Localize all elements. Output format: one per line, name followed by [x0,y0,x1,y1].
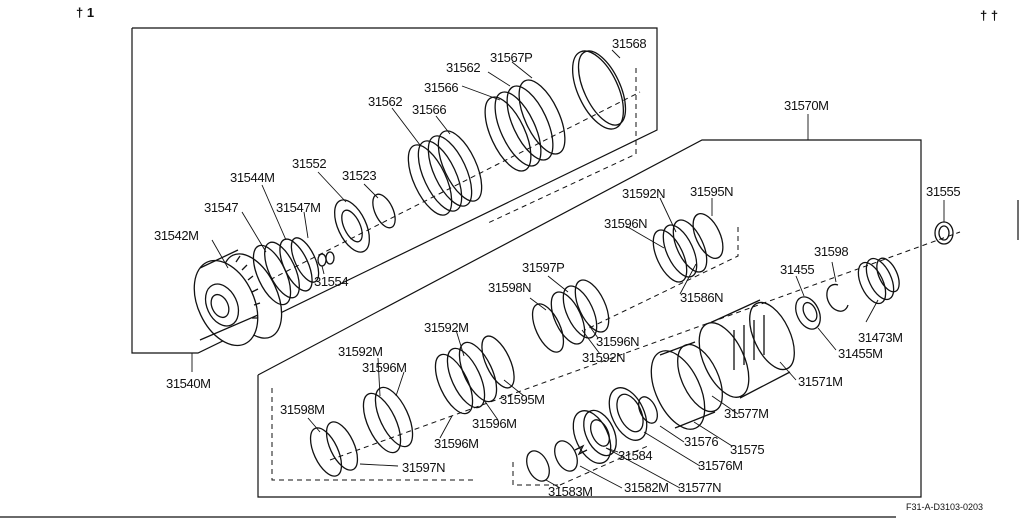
clutch-pack-31596N [531,279,610,353]
snap-ring-31598M [309,421,359,477]
label-31595M: 31595M [500,392,545,407]
lower-axis-line [329,231,961,461]
label-31542M: 31542M [154,228,199,243]
ring-31575 [637,396,659,424]
label-31592M-top: 31592M [424,320,469,335]
leader-lines [191,49,945,489]
label-31568: 31568 [612,36,646,51]
upper-assembly-frame [131,27,658,354]
label-31598N: 31598N [488,280,531,295]
label-31582M: 31582M [624,480,669,495]
snap-ring-31598 [826,283,849,312]
label-31523: 31523 [342,168,376,183]
spring-31582M [554,440,588,472]
label-31596N-mid: 31596N [596,334,639,349]
label-31555: 31555 [926,184,960,199]
clutch-pack-31592N [652,213,724,283]
drum-31542M [193,249,283,347]
drum-31577M [650,341,723,430]
corner-mark-left: † 1 [76,5,94,20]
label-31577N: 31577N [678,480,721,495]
label-31584: 31584 [618,448,652,463]
drawing-code: F31-A-D3103-0203 [906,502,983,512]
snap-ring-31583M [526,450,550,482]
label-31455M: 31455M [838,346,883,361]
clutch-plates-31562 [407,130,483,216]
label-31598M: 31598M [280,402,325,417]
seal-31555 [934,221,954,245]
seal-rings-31473M [857,257,900,305]
label-31592N-mid: 31592N [582,350,625,365]
clutch-plates-31566 [484,79,566,172]
plate-31552 [334,199,370,253]
label-31540M: 31540M [166,376,211,391]
label-31562-upper: 31562 [446,60,480,75]
clutch-pack-31592M [434,335,515,415]
spring-seat-31544M [279,237,320,292]
snap-ring-31568 [571,50,627,130]
label-31586N: 31586N [680,290,723,305]
label-31595N: 31595N [690,184,733,199]
label-31597N: 31597N [402,460,445,475]
clutch-pack-31596M [362,386,414,454]
label-31547M: 31547M [276,200,321,215]
label-31577M: 31577M [724,406,769,421]
label-31583M: 31583M [548,484,593,499]
bearing-31455 [795,296,821,330]
label-31596N-top: 31596N [604,216,647,231]
label-31544M: 31544M [230,170,275,185]
label-31547: 31547 [204,200,238,215]
label-31596M-mid: 31596M [472,416,517,431]
label-31598: 31598 [814,244,848,259]
label-31455: 31455 [780,262,814,277]
label-31570M: 31570M [784,98,829,113]
label-31576: 31576 [684,434,718,449]
label-31567P: 31567P [490,50,532,65]
corner-mark-right: † † [980,8,998,23]
hub-31571M [698,299,795,399]
label-31566-upper: 31566 [424,80,458,95]
lower-assembly-frame [257,139,922,498]
label-31597P: 31597P [522,260,564,275]
snap-ring-31523 [372,193,396,229]
label-31592N-top: 31592N [622,186,665,201]
label-31596M-upper: 31596M [362,360,407,375]
label-31575: 31575 [730,442,764,457]
label-31562-lower: 31562 [368,94,402,109]
piston-31584 [572,409,617,464]
upper-axis-line [229,91,641,301]
label-31596M-lower: 31596M [434,436,479,451]
label-31554: 31554 [314,274,348,289]
spring-31554 [317,251,335,267]
label-31592M-left: 31592M [338,344,383,359]
label-31566-lower: 31566 [412,102,446,117]
part-labels: 31540M 31542M 31547 31544M 31547M 31554 … [154,36,961,499]
label-31576M: 31576M [698,458,743,473]
label-31552: 31552 [292,156,326,171]
label-31473M: 31473M [858,330,903,345]
plate-31576 [608,387,648,441]
label-31571M: 31571M [798,374,843,389]
